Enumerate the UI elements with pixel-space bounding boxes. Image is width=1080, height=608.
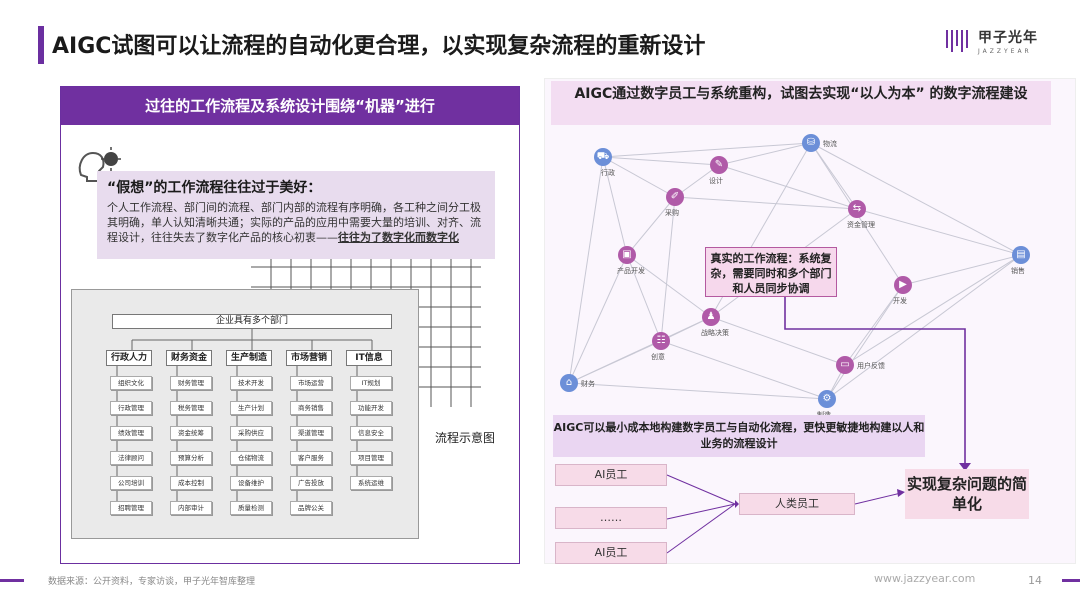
department-function: 功能开发 bbox=[350, 401, 392, 415]
department-function: 公司培训 bbox=[110, 476, 152, 490]
network-node-icon: ⛁ bbox=[802, 134, 820, 152]
logo: 甲子光年 JAZZYEAR bbox=[946, 24, 1066, 68]
network-node-label: 物流 bbox=[823, 140, 837, 148]
page-number: 14 bbox=[1028, 574, 1042, 587]
department-function: 仓储物流 bbox=[230, 451, 272, 465]
network-node-label: 财务 bbox=[581, 380, 595, 388]
department-function: 行政管理 bbox=[110, 401, 152, 415]
network-node-icon: ☷ bbox=[652, 332, 670, 350]
ai-worker-dots: …… bbox=[555, 507, 667, 529]
department-function: 品牌公关 bbox=[290, 501, 332, 515]
assumption-emphasis: 往往为了数字化而数字化 bbox=[338, 231, 459, 244]
human-worker-box: 人类员工 bbox=[739, 493, 855, 515]
network-node-icon: ♟ bbox=[702, 308, 720, 326]
department-function: 法律顾问 bbox=[110, 451, 152, 465]
department-function: 广告投放 bbox=[290, 476, 332, 490]
footer-accent-right bbox=[1062, 579, 1080, 582]
network-node-icon: ▭ bbox=[836, 356, 854, 374]
footer-accent-left bbox=[0, 579, 24, 582]
aigc-callout: AIGC可以最小成本地构建数字员工与自动化流程，更快更敏捷地构建以人和业务的流程… bbox=[553, 415, 925, 457]
network-node-icon: ▶ bbox=[894, 276, 912, 294]
department-function: 税务管理 bbox=[170, 401, 212, 415]
network-node-label: 采购 bbox=[665, 209, 679, 217]
department-function: 信息安全 bbox=[350, 426, 392, 440]
department-function: 生产计划 bbox=[230, 401, 272, 415]
result-box: 实现复杂问题的简单化 bbox=[905, 469, 1029, 519]
department-box: 生产制造 bbox=[226, 350, 272, 366]
network-node-icon: ⛟ bbox=[594, 148, 612, 166]
department-function: 技术开发 bbox=[230, 376, 272, 390]
network-node-icon: ✐ bbox=[666, 188, 684, 206]
thought-head-icon bbox=[78, 147, 121, 182]
department-function: 成本控制 bbox=[170, 476, 212, 490]
department-box: IT信息 bbox=[346, 350, 392, 366]
ai-worker-box-1: AI员工 bbox=[555, 464, 667, 486]
department-function: 设备维护 bbox=[230, 476, 272, 490]
network-node-icon: ⌂ bbox=[560, 374, 578, 392]
network-node-icon: ▣ bbox=[618, 246, 636, 264]
logo-bars-icon bbox=[946, 30, 968, 52]
network-node-label: 开发 bbox=[893, 297, 907, 305]
department-function: IT规划 bbox=[350, 376, 392, 390]
footer-source: 数据来源：公开资料，专家访谈，甲子光年智库整理 bbox=[48, 577, 256, 587]
right-panel: AIGC通过数字员工与系统重构，试图去实现“以人为本” 的数字流程建设 ⛟ 行政 ⛁… bbox=[544, 78, 1076, 564]
ai-worker-box-2: AI员工 bbox=[555, 542, 667, 564]
network-node-label: 行政 bbox=[601, 169, 615, 177]
org-top-box: 企业具有多个部门 bbox=[112, 314, 392, 329]
network-node-label: 销售 bbox=[1011, 267, 1025, 275]
department-function: 预算分析 bbox=[170, 451, 212, 465]
network-node-label: 用户反馈 bbox=[857, 362, 885, 370]
department-function: 采购供应 bbox=[230, 426, 272, 440]
department-box: 行政人力 bbox=[106, 350, 152, 366]
title-accent-bar bbox=[38, 26, 44, 64]
page-title: AIGC试图可以让流程的自动化更合理，以实现复杂流程的重新设计 bbox=[52, 34, 706, 59]
department-box: 财务资金 bbox=[166, 350, 212, 366]
department-function: 渠道管理 bbox=[290, 426, 332, 440]
logo-text: 甲子光年 bbox=[978, 30, 1038, 46]
department-function: 财务管理 bbox=[170, 376, 212, 390]
network-node-icon: ✎ bbox=[710, 156, 728, 174]
department-function: 资金统筹 bbox=[170, 426, 212, 440]
network-node-label: 资金管理 bbox=[847, 221, 875, 229]
department-function: 招聘管理 bbox=[110, 501, 152, 515]
network-node-icon: ▤ bbox=[1012, 246, 1030, 264]
department-function: 绩效管理 bbox=[110, 426, 152, 440]
assumption-text: 个人工作流程、部门间的流程、部门内部的流程有序明确，各工种之间分工极其明确，单人… bbox=[107, 201, 481, 244]
org-chart: 企业具有多个部门 行政人力组织文化行政管理绩效管理法律顾问公司培训招聘管理 财务资… bbox=[71, 289, 419, 539]
network-node-icon: ⚙ bbox=[818, 390, 836, 408]
department-function: 商务销售 bbox=[290, 401, 332, 415]
assumption-body: 个人工作流程、部门间的流程、部门内部的流程有序明确，各工种之间分工极其明确，单人… bbox=[107, 200, 485, 245]
right-panel-title: AIGC通过数字员工与系统重构，试图去实现“以人为本” 的数字流程建设 bbox=[551, 81, 1051, 125]
network-node-label: 设计 bbox=[709, 177, 723, 185]
department-function: 内部审计 bbox=[170, 501, 212, 515]
assumption-title: “假想”的工作流程往往过于美好： bbox=[107, 180, 322, 196]
footer-url: www.jazzyear.com bbox=[874, 572, 976, 585]
department-function: 项目管理 bbox=[350, 451, 392, 465]
flow-diagram-label: 流程示意图 bbox=[435, 431, 496, 445]
network-node-label: 战略决策 bbox=[701, 329, 729, 337]
network-lines bbox=[568, 142, 1022, 554]
department-function: 组织文化 bbox=[110, 376, 152, 390]
network-node-icon: ⇆ bbox=[848, 200, 866, 218]
network-node-label: 产品开发 bbox=[617, 267, 645, 275]
network-node-label: 创意 bbox=[651, 353, 665, 361]
assumption-callout: “假想”的工作流程往往过于美好： 个人工作流程、部门间的流程、部门内部的流程有序… bbox=[97, 171, 495, 259]
left-panel: 过往的工作流程及系统设计围绕“机器”进行 “假想”的工作流程往往过于美好： 个人… bbox=[60, 86, 520, 564]
department-box: 市场营销 bbox=[286, 350, 332, 366]
department-function: 系统运维 bbox=[350, 476, 392, 490]
department-function: 市场运营 bbox=[290, 376, 332, 390]
left-panel-header: 过往的工作流程及系统设计围绕“机器”进行 bbox=[61, 87, 519, 125]
department-function: 质量检测 bbox=[230, 501, 272, 515]
department-function: 客户服务 bbox=[290, 451, 332, 465]
real-workflow-callout: 真实的工作流程：系统复杂，需要同时和多个部门和人员同步协调 bbox=[705, 247, 837, 297]
logo-subtext: JAZZYEAR bbox=[978, 48, 1032, 55]
